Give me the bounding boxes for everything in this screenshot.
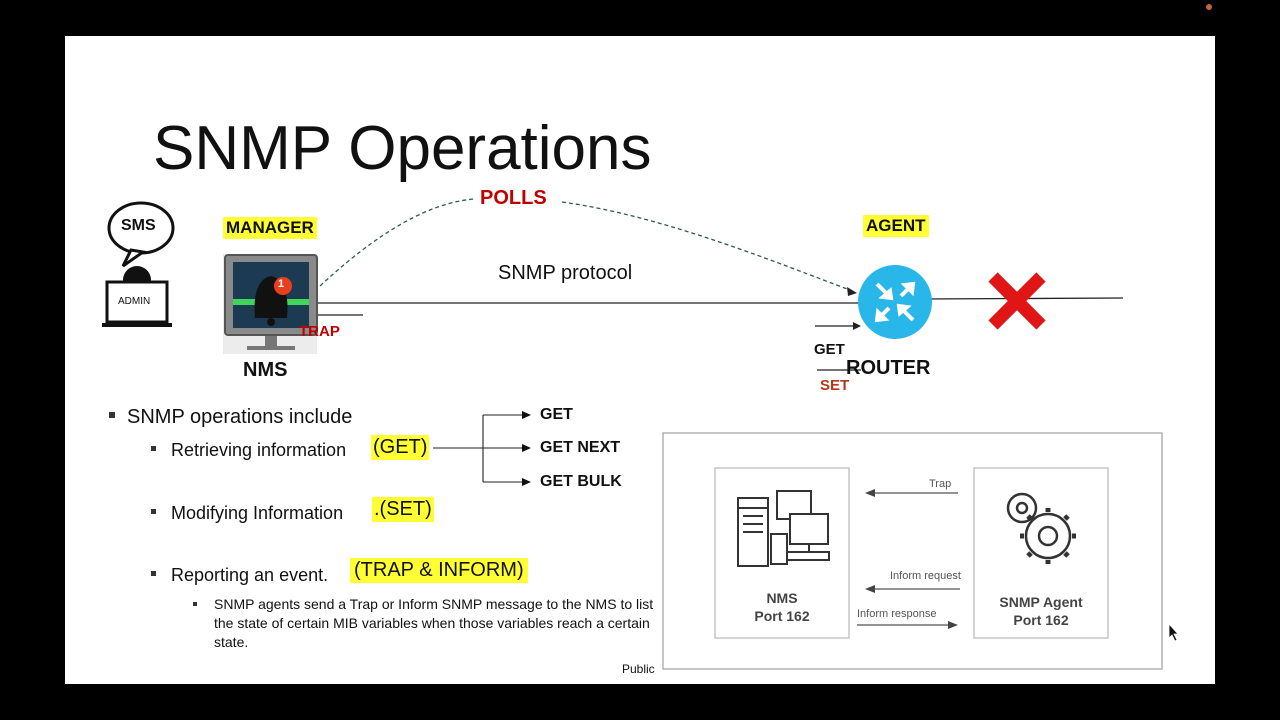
recording-dot xyxy=(1206,4,1212,10)
diagram-inform-request-label: Inform request xyxy=(890,570,961,582)
bullet-retrieving: Retrieving information xyxy=(171,440,347,460)
gear-icon xyxy=(1006,492,1072,560)
manager-label: MANAGER xyxy=(223,217,317,239)
get-op: GET xyxy=(540,406,573,423)
failure-x-mark xyxy=(988,272,1046,330)
bullet-detail: SNMP agents send a Trap or Inform SNMP m… xyxy=(214,596,654,650)
admin-label: ADMIN xyxy=(118,296,151,307)
diagram-nms-name: NMS xyxy=(766,590,798,606)
bullet-reporting: Reporting an event. xyxy=(171,565,329,585)
nms-label: NMS xyxy=(243,359,288,381)
router-label: ROUTER xyxy=(846,357,931,379)
diagram-agent-port: Port 162 xyxy=(1013,612,1069,628)
diagram-trap-label: Trap xyxy=(929,478,952,490)
get-arrow-label: GET xyxy=(814,341,845,358)
page-title: SNMP Operations xyxy=(153,114,652,183)
trap-label: TRAP xyxy=(299,323,340,340)
bullet-modifying: Modifying Information xyxy=(171,503,344,523)
router-icon xyxy=(858,265,932,339)
protocol-label: SNMP protocol xyxy=(498,262,633,284)
polls-label: POLLS xyxy=(480,187,547,209)
sms-label: SMS xyxy=(121,217,156,234)
classification-label: Public xyxy=(622,662,655,676)
get-bulk-op: GET BULK xyxy=(540,473,622,490)
get-tag: (GET) xyxy=(371,435,430,460)
admin-icon xyxy=(102,201,175,327)
agent-label: AGENT xyxy=(863,215,929,237)
diagram-inform-response-label: Inform response xyxy=(857,608,937,620)
diagram-agent-name: SNMP Agent xyxy=(999,594,1083,610)
slide: SNMP Operations POLLS MANAGER AGENT SNMP… xyxy=(65,36,1215,684)
set-tag: .(SET) xyxy=(372,497,434,522)
set-arrow-label: SET xyxy=(820,377,850,394)
nms-server-icon xyxy=(737,490,830,567)
notification-badge: 1 xyxy=(278,278,285,290)
diagram-nms-port: Port 162 xyxy=(754,608,810,624)
trap-inform-tag: (TRAP & INFORM) xyxy=(350,558,528,583)
diagram-lines xyxy=(102,198,1163,670)
get-next-op: GET NEXT xyxy=(540,439,621,456)
bullet-main: SNMP operations include xyxy=(127,406,353,428)
